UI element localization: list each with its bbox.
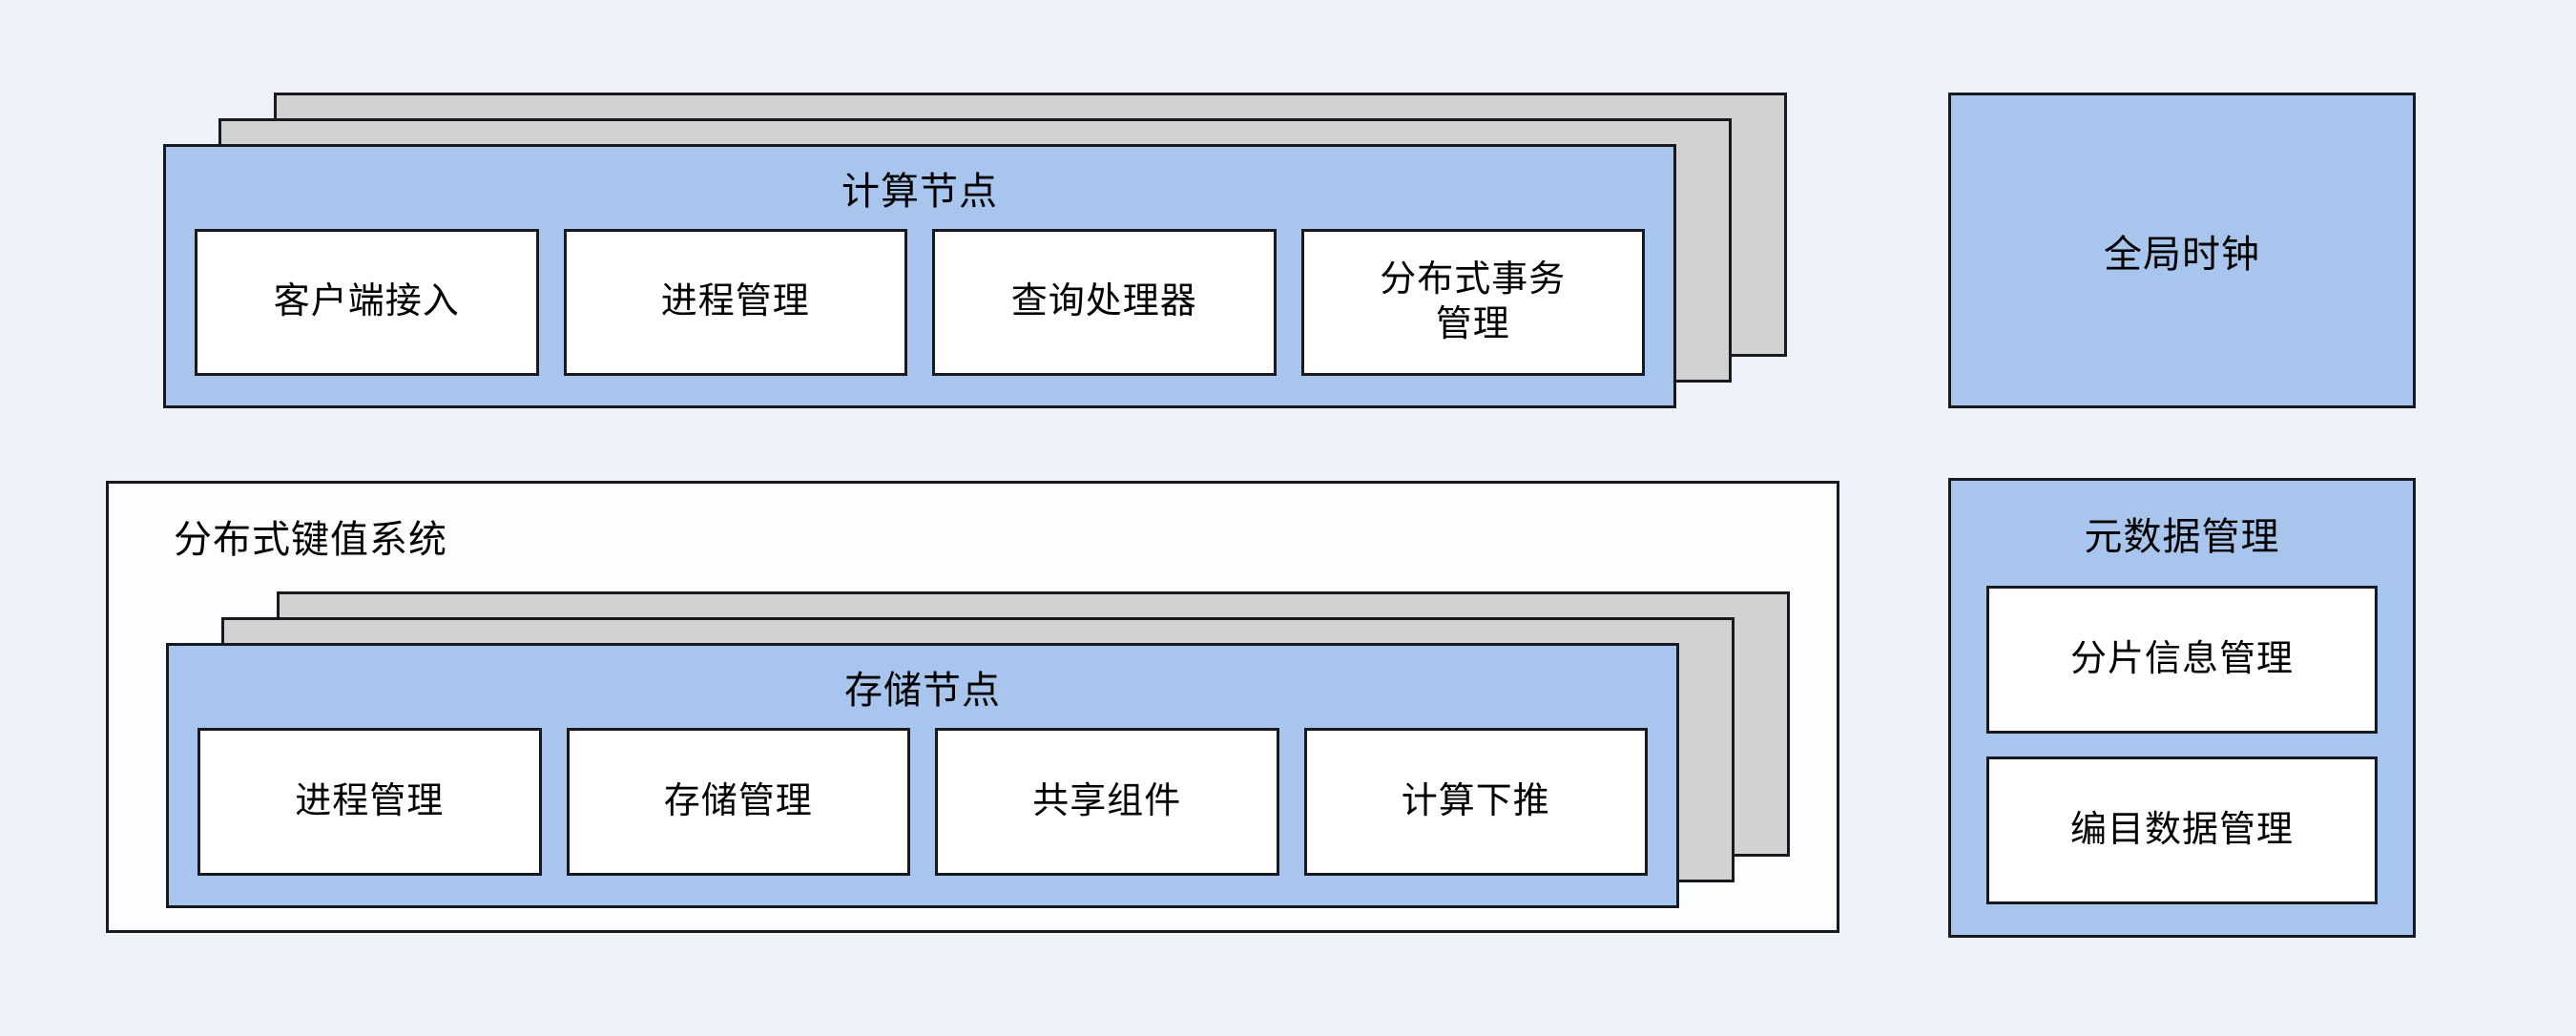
global-clock-box: 全局时钟 xyxy=(1948,93,2416,408)
metadata-management-modules: 分片信息管理 编目数据管理 xyxy=(1951,586,2413,935)
module-shared-components: 共享组件 xyxy=(935,728,1279,876)
module-compute-pushdown: 计算下推 xyxy=(1303,728,1648,876)
compute-node-modules: 客户端接入 进程管理 查询处理器 分布式事务 管理 xyxy=(166,229,1673,405)
compute-node-title: 计算节点 xyxy=(841,171,998,213)
kv-system-title: 分布式键值系统 xyxy=(174,519,447,561)
metadata-management-title: 元数据管理 xyxy=(2084,516,2280,558)
storage-node-title: 存储节点 xyxy=(844,670,1001,712)
module-process-management: 进程管理 xyxy=(563,229,907,376)
module-storage-management: 存储管理 xyxy=(566,728,910,876)
metadata-management-panel: 元数据管理 分片信息管理 编目数据管理 xyxy=(1948,478,2416,938)
module-process-management-storage: 进程管理 xyxy=(197,728,542,876)
storage-node-card: 存储节点 进程管理 存储管理 共享组件 计算下推 xyxy=(166,643,1679,908)
module-shard-info-management: 分片信息管理 xyxy=(1986,586,2378,734)
module-catalog-data-management: 编目数据管理 xyxy=(1986,756,2378,904)
kv-system-panel: 分布式键值系统 存储节点 进程管理 存储管理 共享组件 计算下推 xyxy=(106,481,1839,933)
module-distributed-transaction-management: 分布式事务 管理 xyxy=(1300,229,1645,376)
module-query-processor: 查询处理器 xyxy=(932,229,1277,376)
compute-node-card: 计算节点 客户端接入 进程管理 查询处理器 分布式事务 管理 xyxy=(163,144,1676,408)
module-client-access: 客户端接入 xyxy=(195,229,539,376)
storage-node-modules: 进程管理 存储管理 共享组件 计算下推 xyxy=(169,728,1676,905)
